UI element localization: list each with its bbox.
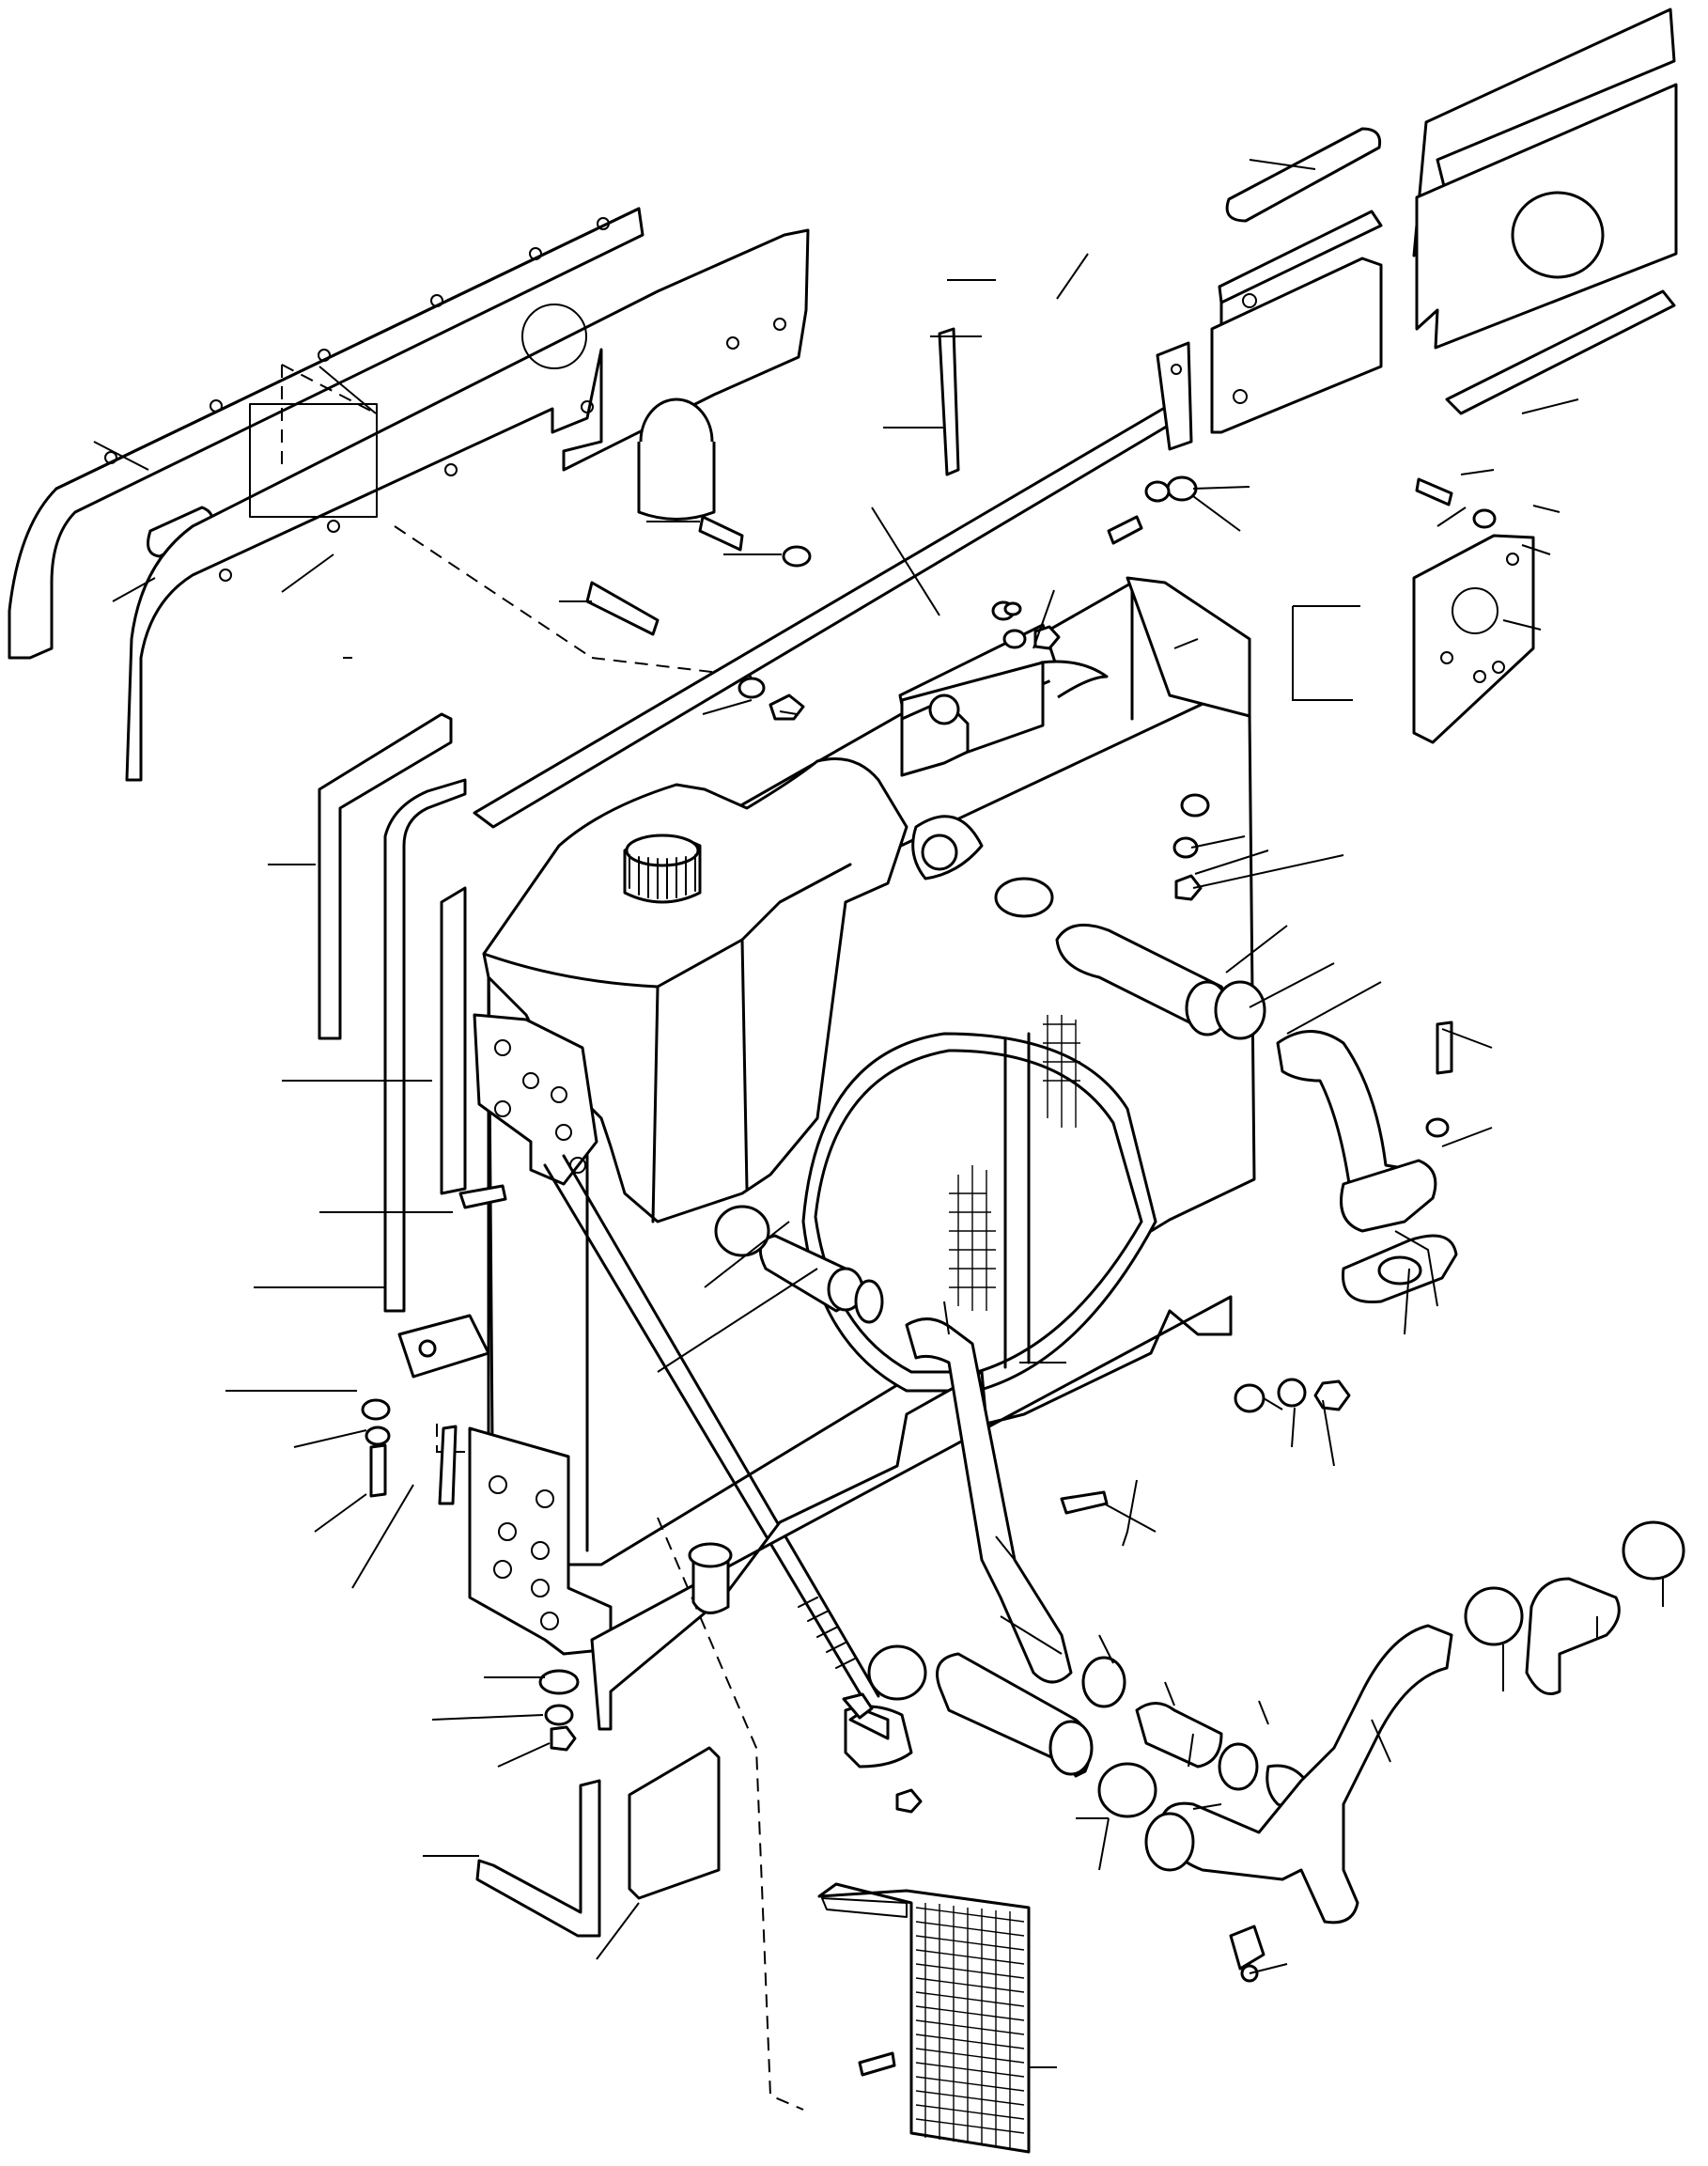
lower-panel <box>590 1295 1233 1731</box>
expansion-tank-inlet <box>911 815 984 880</box>
rubber-mount <box>844 1705 913 1769</box>
angle-seal-lower <box>475 1779 601 1938</box>
bolt <box>369 327 1453 2077</box>
dashed-guide-lower <box>436 1424 804 2111</box>
side-plate-left <box>8 207 644 660</box>
pipe-y <box>1144 1624 1453 1924</box>
side-plate-right-upper <box>1412 8 1678 350</box>
tie-rod <box>543 1154 880 1703</box>
seal-strip <box>1210 210 1383 434</box>
expansion-tank-cap <box>623 834 702 904</box>
side-seal-upper <box>383 778 467 1313</box>
foam-seal-vertical <box>318 712 453 1040</box>
foam-pad-lower <box>628 1746 721 1900</box>
screen <box>817 1882 1031 2154</box>
lower-hose <box>905 1317 1073 1684</box>
support-bar <box>473 341 1193 829</box>
foam-seal-inner <box>440 886 467 1195</box>
drain-cock <box>1229 1924 1265 1983</box>
mounting-plate <box>1412 534 1535 744</box>
hose-upper <box>1055 923 1231 1036</box>
foam-pad <box>1445 289 1676 415</box>
hose-clamp-upper <box>994 877 1266 1040</box>
gasket <box>1342 1234 1458 1304</box>
rubber-seal <box>637 397 716 521</box>
dashed-guide-left <box>281 364 753 678</box>
leader-lines <box>93 159 1664 2068</box>
outlet-pipe <box>1340 1159 1437 1233</box>
fan-shroud-mesh <box>949 1015 1080 1311</box>
angle-seal <box>397 1314 490 1379</box>
hose-right <box>1464 1520 1685 1695</box>
rubber-strip-right <box>1225 127 1382 223</box>
bracket-left <box>473 1013 598 1186</box>
lock-washer <box>365 480 1307 1726</box>
screen-mesh <box>915 1903 1025 2149</box>
hose-lower-left <box>867 1644 1157 1818</box>
